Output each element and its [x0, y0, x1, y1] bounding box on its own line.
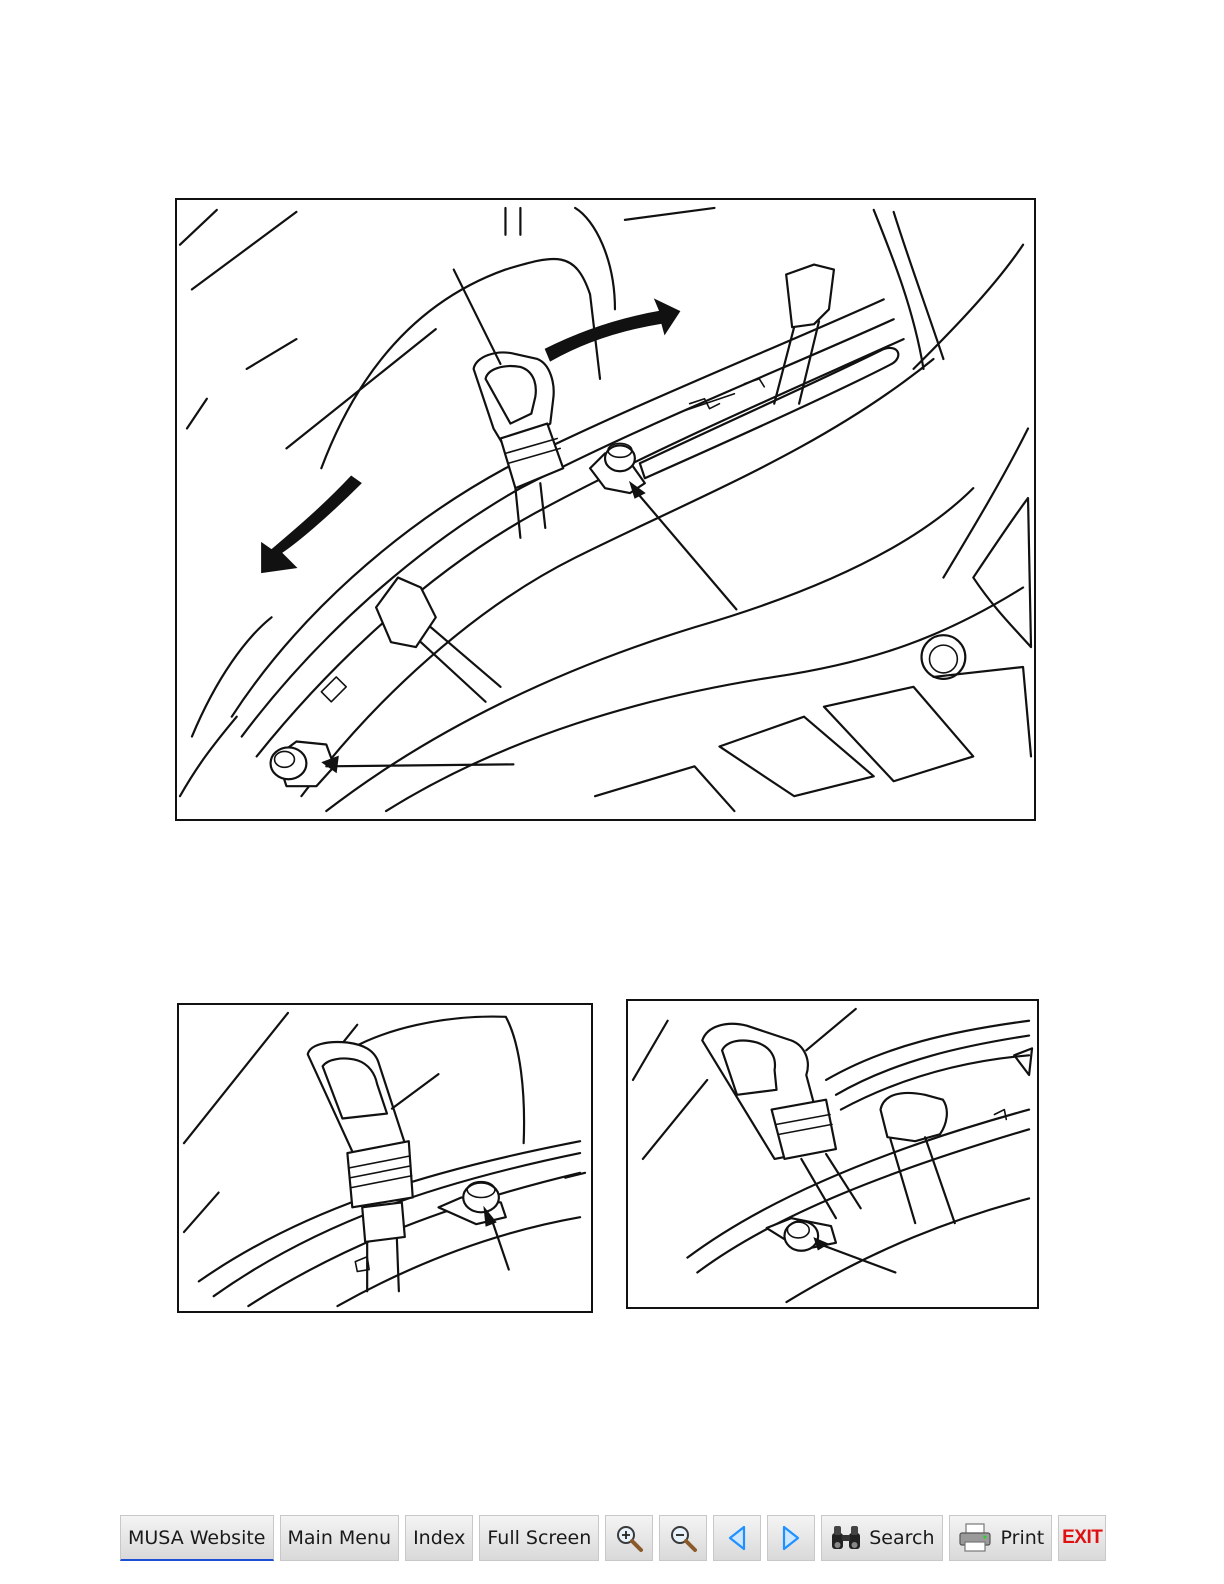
triangle-left-icon	[725, 1524, 749, 1552]
triangle-right-icon	[779, 1524, 803, 1552]
previous-page-button[interactable]	[713, 1515, 761, 1561]
search-button[interactable]: Search	[821, 1515, 942, 1561]
print-label: Print	[1001, 1527, 1045, 1549]
exit-label: EXIT	[1062, 1527, 1102, 1549]
musa-website-label: MUSA Website	[128, 1527, 266, 1549]
full-screen-button[interactable]: Full Screen	[479, 1515, 599, 1561]
index-button[interactable]: Index	[405, 1515, 473, 1561]
print-button[interactable]: Print	[949, 1515, 1053, 1561]
seat-belt-main-illustration	[175, 198, 1036, 821]
seat-belt-detail-right	[626, 999, 1039, 1309]
full-screen-label: Full Screen	[487, 1527, 591, 1549]
seat-belt-detail-left	[177, 1003, 593, 1313]
exit-button[interactable]: EXIT	[1058, 1515, 1106, 1561]
musa-website-button[interactable]: MUSA Website	[120, 1515, 274, 1561]
binoculars-icon	[829, 1523, 863, 1553]
index-label: Index	[413, 1527, 465, 1549]
main-menu-button[interactable]: Main Menu	[280, 1515, 400, 1561]
printer-icon	[957, 1522, 995, 1554]
zoom-out-button[interactable]	[659, 1515, 707, 1561]
magnifier-plus-icon	[614, 1523, 644, 1553]
magnifier-minus-icon	[668, 1523, 698, 1553]
next-page-button[interactable]	[767, 1515, 815, 1561]
navigation-toolbar: MUSA Website Main Menu Index Full Screen	[120, 1515, 1106, 1561]
search-label: Search	[869, 1527, 934, 1549]
main-menu-label: Main Menu	[288, 1527, 392, 1549]
zoom-in-button[interactable]	[605, 1515, 653, 1561]
